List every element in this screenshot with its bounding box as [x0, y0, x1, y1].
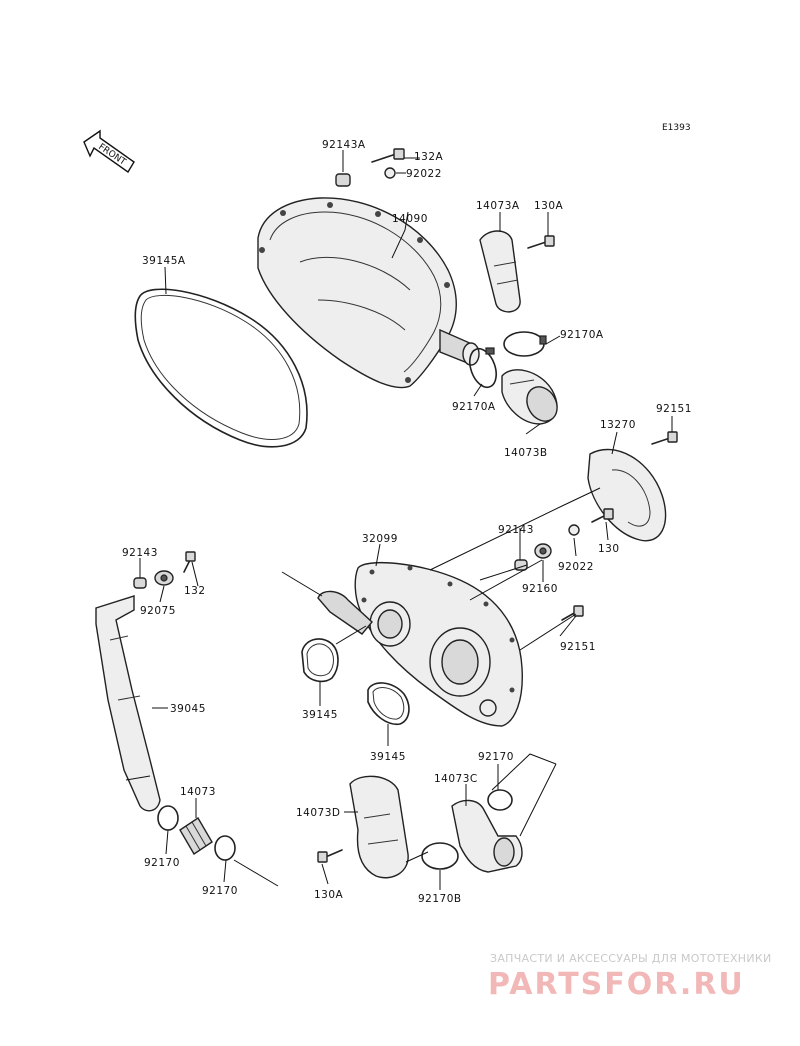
boot-14073 [179, 817, 213, 855]
clamp-92170a-right [503, 331, 547, 357]
bolt-132a [371, 148, 405, 163]
cap-92143a [335, 173, 351, 187]
label-14073d: 14073D [296, 807, 341, 819]
label-14073a: 14073A [476, 200, 520, 212]
grommet-92075 [154, 570, 174, 586]
label-92170-right: 92170 [478, 751, 514, 763]
label-92170-left-1: 92170 [144, 857, 180, 869]
label-130a-bottom: 130A [314, 889, 344, 901]
label-92151-top: 92151 [656, 403, 692, 415]
label-92022-mid: 92022 [558, 561, 594, 573]
watermark: ЗАПЧАСТИ И АКСЕССУАРЫ ДЛЯ МОТОТЕХНИКИ PA… [488, 952, 772, 1002]
label-132a: 132A [414, 151, 444, 163]
label-92143a: 92143A [322, 139, 366, 151]
label-14090: 14090 [392, 213, 428, 225]
clamp-92170a-left [469, 347, 497, 389]
watermark-logo: PARTSFOR.RU [488, 967, 745, 1002]
outer-cover-14090 [257, 197, 480, 389]
label-32099: 32099 [362, 533, 398, 545]
collar-92160 [534, 543, 552, 559]
front-arrow-icon: FRONT [83, 129, 135, 174]
plate-13270 [587, 448, 667, 542]
clamp-92170-left-2 [214, 835, 236, 861]
clamp-92170-left-1 [157, 805, 179, 831]
bolt-130a-top [527, 235, 555, 249]
diagram-code: E1393 [662, 123, 691, 133]
label-39145-b: 39145 [370, 751, 406, 763]
bolt-92151-top [651, 431, 678, 445]
duct-14073c [451, 799, 523, 873]
label-39145-a: 39145 [302, 709, 338, 721]
label-92170-left-2: 92170 [202, 885, 238, 897]
label-130a-top: 130A [534, 200, 564, 212]
part-labels: 92143A 132A 92022 14090 14073A 130A 3914… [122, 139, 692, 905]
label-92170b: 92170B [418, 893, 462, 905]
washer-92022-top [384, 167, 396, 179]
watermark-tagline: ЗАПЧАСТИ И АКСЕССУАРЫ ДЛЯ МОТОТЕХНИКИ [490, 952, 772, 965]
label-14073c: 14073C [434, 773, 478, 785]
label-14073b: 14073B [504, 447, 548, 459]
inner-cover-32099 [317, 561, 523, 727]
label-130: 130 [598, 543, 620, 555]
leader-lines [125, 150, 673, 890]
label-92075: 92075 [140, 605, 176, 617]
cap-92143-left [133, 577, 147, 589]
label-92160: 92160 [522, 583, 558, 595]
bolt-92151-mid [561, 605, 584, 621]
label-13270: 13270 [600, 419, 636, 431]
label-92170a-right: 92170A [560, 329, 604, 341]
duct-14073a [479, 230, 521, 313]
clamp-92170b [421, 842, 459, 870]
label-14073: 14073 [180, 786, 216, 798]
label-92151-mid: 92151 [560, 641, 596, 653]
label-39045: 39045 [170, 703, 206, 715]
label-92143-left: 92143 [122, 547, 158, 559]
label-92022-top: 92022 [406, 168, 442, 180]
label-39145a: 39145A [142, 255, 186, 267]
duct-14073d [349, 775, 409, 879]
bolt-132 [183, 551, 196, 573]
washer-92022-mid [568, 524, 580, 536]
gasket-39145a [134, 288, 308, 448]
duct-39045 [95, 595, 161, 812]
seal-39145-a [301, 638, 339, 683]
duct-14073b [501, 369, 558, 425]
label-92170a-left: 92170A [452, 401, 496, 413]
label-132: 132 [184, 585, 206, 597]
bolt-130a-bottom [317, 849, 343, 863]
bolt-130 [591, 508, 614, 523]
clamp-92170-right [487, 789, 513, 811]
seal-39145-b [367, 682, 410, 726]
label-92143-mid: 92143 [498, 524, 534, 536]
